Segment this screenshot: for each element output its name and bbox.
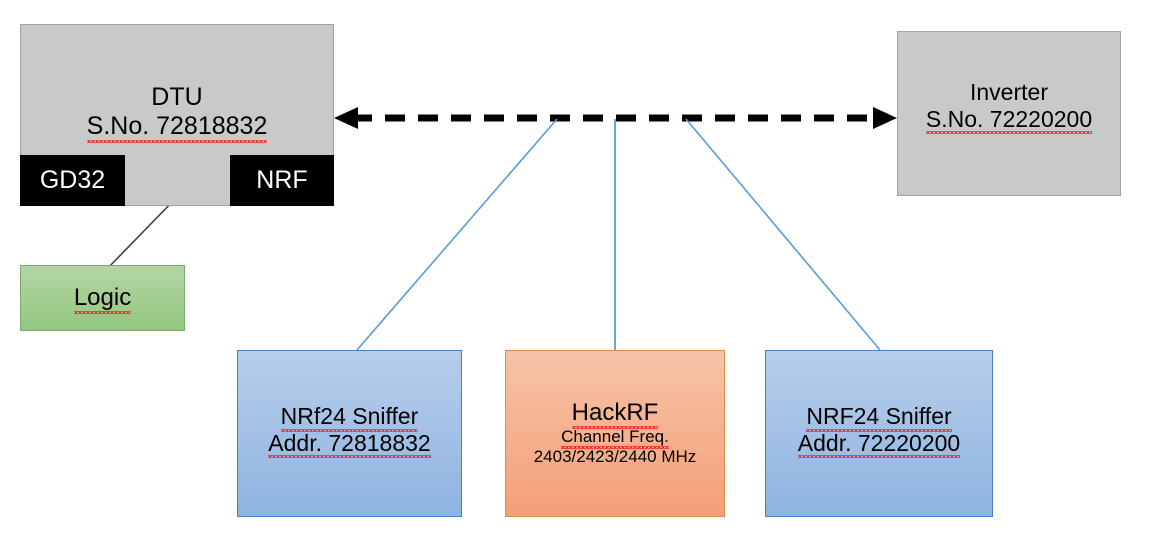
sniffer-right-address: Addr. 72220200 [797, 429, 961, 458]
hackrf-channel-freq: 2403/2423/2440 MHz [533, 446, 697, 466]
dtu-title: DTU [151, 83, 203, 111]
hackrf-name: HackRF [571, 399, 659, 429]
sniffer-left-address: Addr. 72818832 [268, 429, 432, 458]
inverter-block[interactable]: Inverter S.No. 72220200 [897, 31, 1121, 196]
dtu-serial: S.No. 72818832 [86, 112, 268, 143]
sniffer-left-name: NRf24 Sniffer [280, 403, 419, 432]
hackrf-channel-label: Channel Freq. [561, 426, 669, 449]
logic-block[interactable]: Logic [20, 265, 185, 331]
logic-label: Logic [73, 284, 132, 314]
gd32-label: GD32 [39, 166, 106, 194]
tap-wire-sniffer-right [685, 118, 881, 351]
sniffer-right-name: NRF24 Sniffer [806, 403, 952, 432]
nrf-chip[interactable]: NRF [230, 155, 334, 206]
logic-probe-wire [103, 195, 179, 273]
inverter-serial: S.No. 72220200 [925, 105, 1093, 134]
rf-link-dashed-arrow [334, 107, 897, 129]
gd32-chip[interactable]: GD32 [20, 155, 125, 206]
nrf24-sniffer-left-block[interactable]: NRf24 Sniffer Addr. 72818832 [237, 350, 462, 517]
tap-wire-sniffer-left [356, 118, 558, 351]
nrf24-sniffer-right-block[interactable]: NRF24 Sniffer Addr. 72220200 [765, 350, 993, 517]
hackrf-block[interactable]: HackRF Channel Freq. 2403/2423/2440 MHz [505, 350, 725, 517]
inverter-title: Inverter [970, 79, 1048, 105]
nrf-label: NRF [256, 166, 308, 194]
